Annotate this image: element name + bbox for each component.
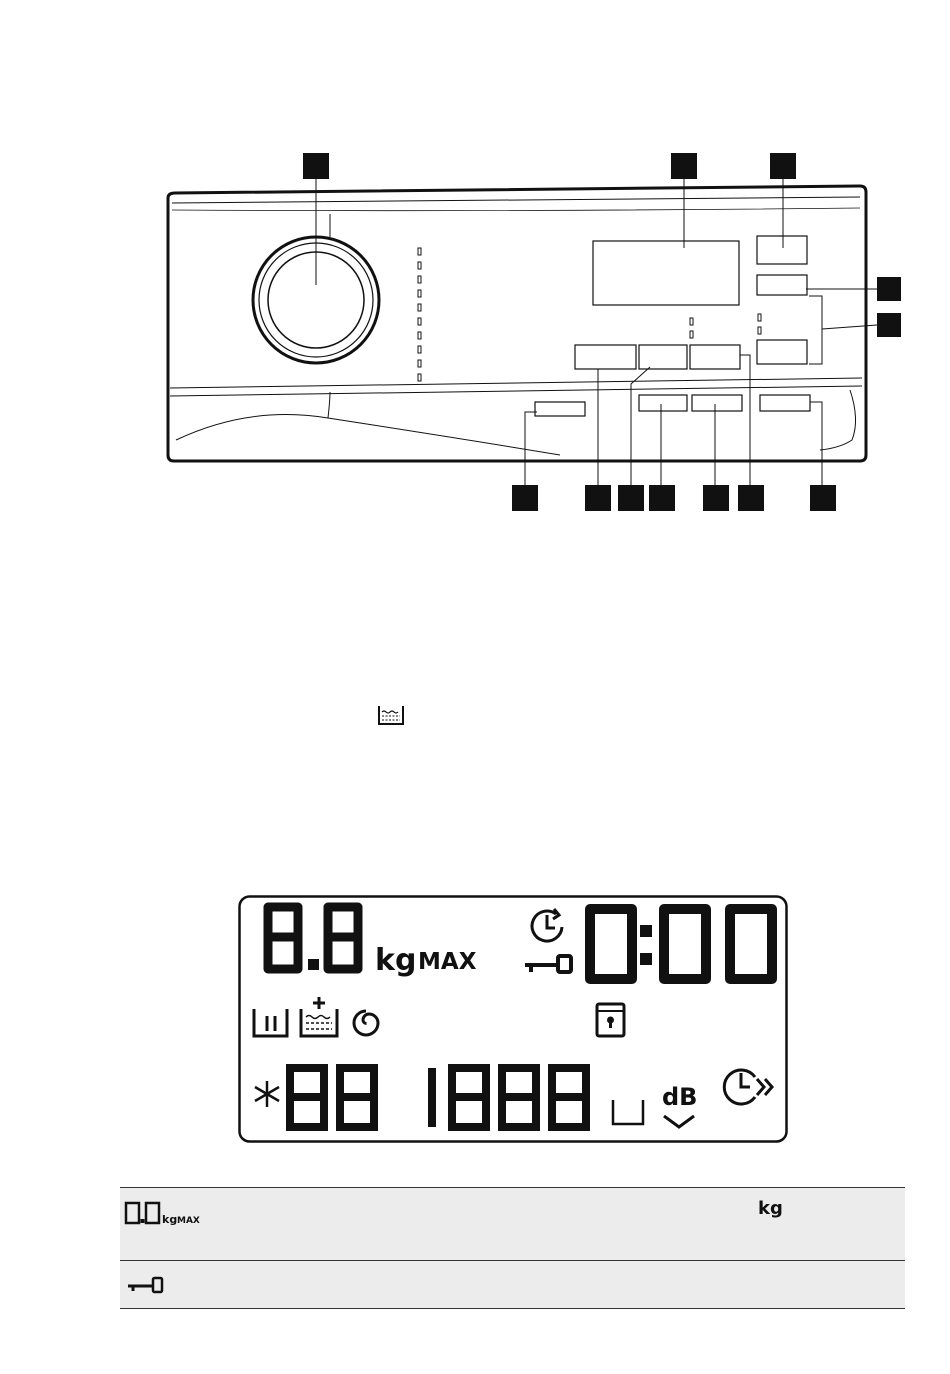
table-row xyxy=(120,1260,905,1309)
time-saving-icon xyxy=(722,1063,776,1109)
time-seven-seg xyxy=(582,903,782,985)
cold-wash-icon xyxy=(252,1079,282,1109)
spiral-icon xyxy=(348,1005,384,1041)
spin-seven-seg xyxy=(424,1063,600,1133)
weight-symbol: kg MAX xyxy=(124,1200,204,1226)
symbol-max: MAX xyxy=(177,1216,200,1226)
db-label: dB xyxy=(662,1083,697,1111)
program-led-column xyxy=(418,248,421,381)
stain-icon xyxy=(251,1007,291,1039)
callout-4-box xyxy=(877,277,901,301)
lcd-display: kg MAX xyxy=(238,895,788,1143)
callout-6-box xyxy=(512,485,538,511)
child-lock-key-icon xyxy=(523,953,575,975)
display-window xyxy=(593,241,739,305)
weight-unit: kg xyxy=(375,943,416,978)
quiet-icon xyxy=(660,1113,698,1131)
delay-timer-icon xyxy=(528,905,572,949)
child-lock-key-icon xyxy=(126,1275,166,1295)
symbol-kg: kg xyxy=(162,1213,177,1226)
spin-digits xyxy=(424,1063,600,1133)
weight-unit-text: kg xyxy=(758,1198,783,1219)
panel-outline xyxy=(168,186,866,461)
table-row: kg MAX kg xyxy=(120,1187,905,1260)
callout-10-box xyxy=(703,485,729,511)
no-spin-tub-icon xyxy=(610,1097,646,1127)
weight-seven-seg xyxy=(262,901,372,977)
table-bottom-border xyxy=(120,1308,905,1309)
prewash-icon xyxy=(377,704,405,726)
callout-7-box xyxy=(585,485,611,511)
callout-8-box xyxy=(618,485,644,511)
temp-seven-seg xyxy=(284,1063,382,1133)
weight-max: MAX xyxy=(418,949,476,975)
callout-12-box xyxy=(810,485,836,511)
callout-5-box xyxy=(877,313,901,337)
door-lock-icon xyxy=(594,1001,628,1039)
weight-digits xyxy=(262,901,372,977)
start-pause-button-outline xyxy=(757,236,807,264)
callout-11-box xyxy=(738,485,764,511)
callout-1-box xyxy=(303,153,329,179)
callout-9-box xyxy=(649,485,675,511)
extra-rinse-icon xyxy=(298,995,340,1039)
time-digits xyxy=(582,903,782,985)
control-panel-diagram xyxy=(0,0,950,560)
callout-2-box xyxy=(671,153,697,179)
callout-3-box xyxy=(770,153,796,179)
temperature-digits xyxy=(284,1063,382,1133)
control-panel-drawing xyxy=(0,0,950,560)
